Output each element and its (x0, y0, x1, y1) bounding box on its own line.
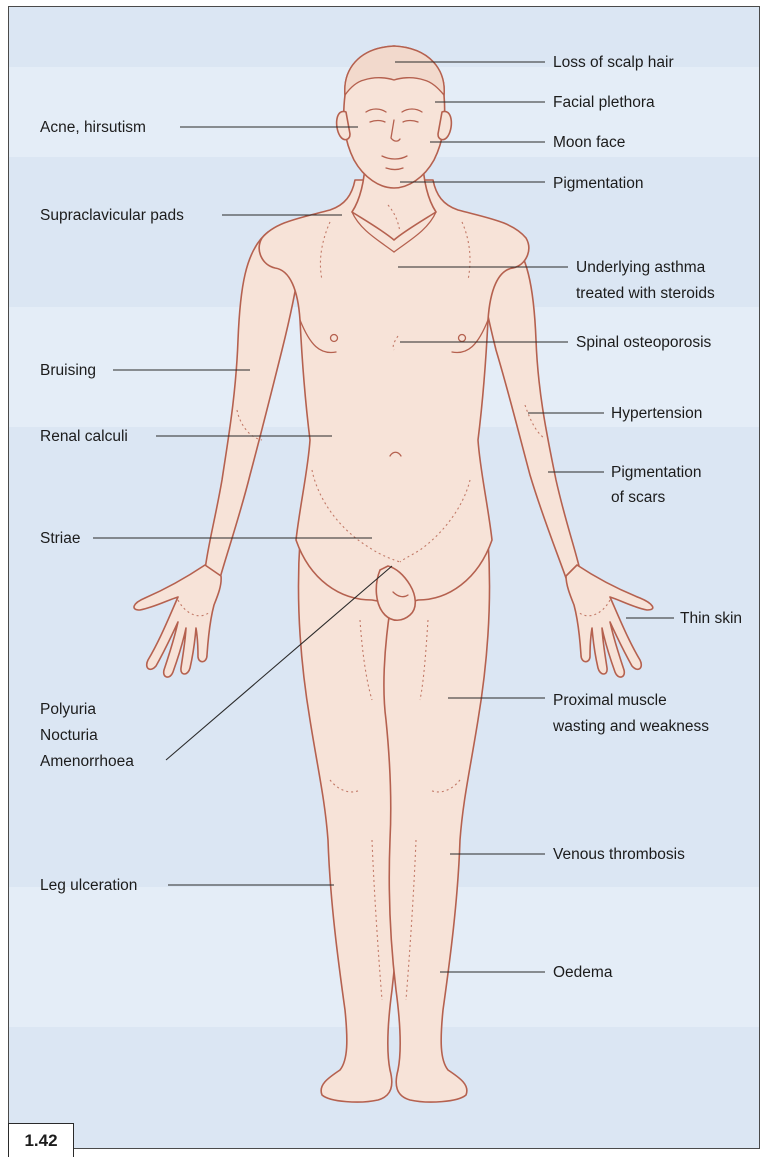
label-facial-plethora: Facial plethora (553, 94, 655, 111)
label-amenorrhoea: Amenorrhoea (40, 753, 134, 770)
label-spinal-osteoporosis: Spinal osteoporosis (576, 334, 712, 351)
label-nocturia: Nocturia (40, 727, 98, 744)
human-figure (134, 46, 653, 1102)
label-pigmentation-of-scars-line1: Pigmentation (611, 464, 701, 481)
torso (259, 180, 529, 605)
label-polyuria: Polyuria (40, 701, 96, 718)
label-acne-hirsutism: Acne, hirsutism (40, 119, 146, 136)
label-renal-calculi: Renal calculi (40, 428, 128, 445)
label-moon-face: Moon face (553, 134, 625, 151)
label-loss-of-scalp-hair: Loss of scalp hair (553, 54, 674, 71)
label-proximal-muscle-line1: Proximal muscle (553, 692, 667, 709)
label-pigmentation: Pigmentation (553, 175, 643, 192)
label-striae: Striae (40, 530, 81, 547)
label-oedema: Oedema (553, 964, 613, 981)
right-hand (566, 565, 653, 677)
left-arm (205, 232, 300, 578)
label-pigmentation-of-scars-line2: of scars (611, 489, 666, 506)
label-supraclavicular-pads: Supraclavicular pads (40, 207, 184, 224)
label-underlying-asthma-line1: Underlying asthma (576, 259, 706, 276)
figure-number: 1.42 (8, 1123, 74, 1157)
left-hand (134, 565, 221, 677)
label-bruising: Bruising (40, 362, 96, 379)
right-leg (384, 540, 490, 1102)
label-venous-thrombosis: Venous thrombosis (553, 846, 685, 863)
label-proximal-muscle-line2: wasting and weakness (552, 718, 709, 735)
label-underlying-asthma-line2: treated with steroids (576, 285, 715, 302)
label-leg-ulceration: Leg ulceration (40, 877, 137, 894)
label-thin-skin: Thin skin (680, 610, 742, 627)
label-hypertension: Hypertension (611, 405, 702, 422)
